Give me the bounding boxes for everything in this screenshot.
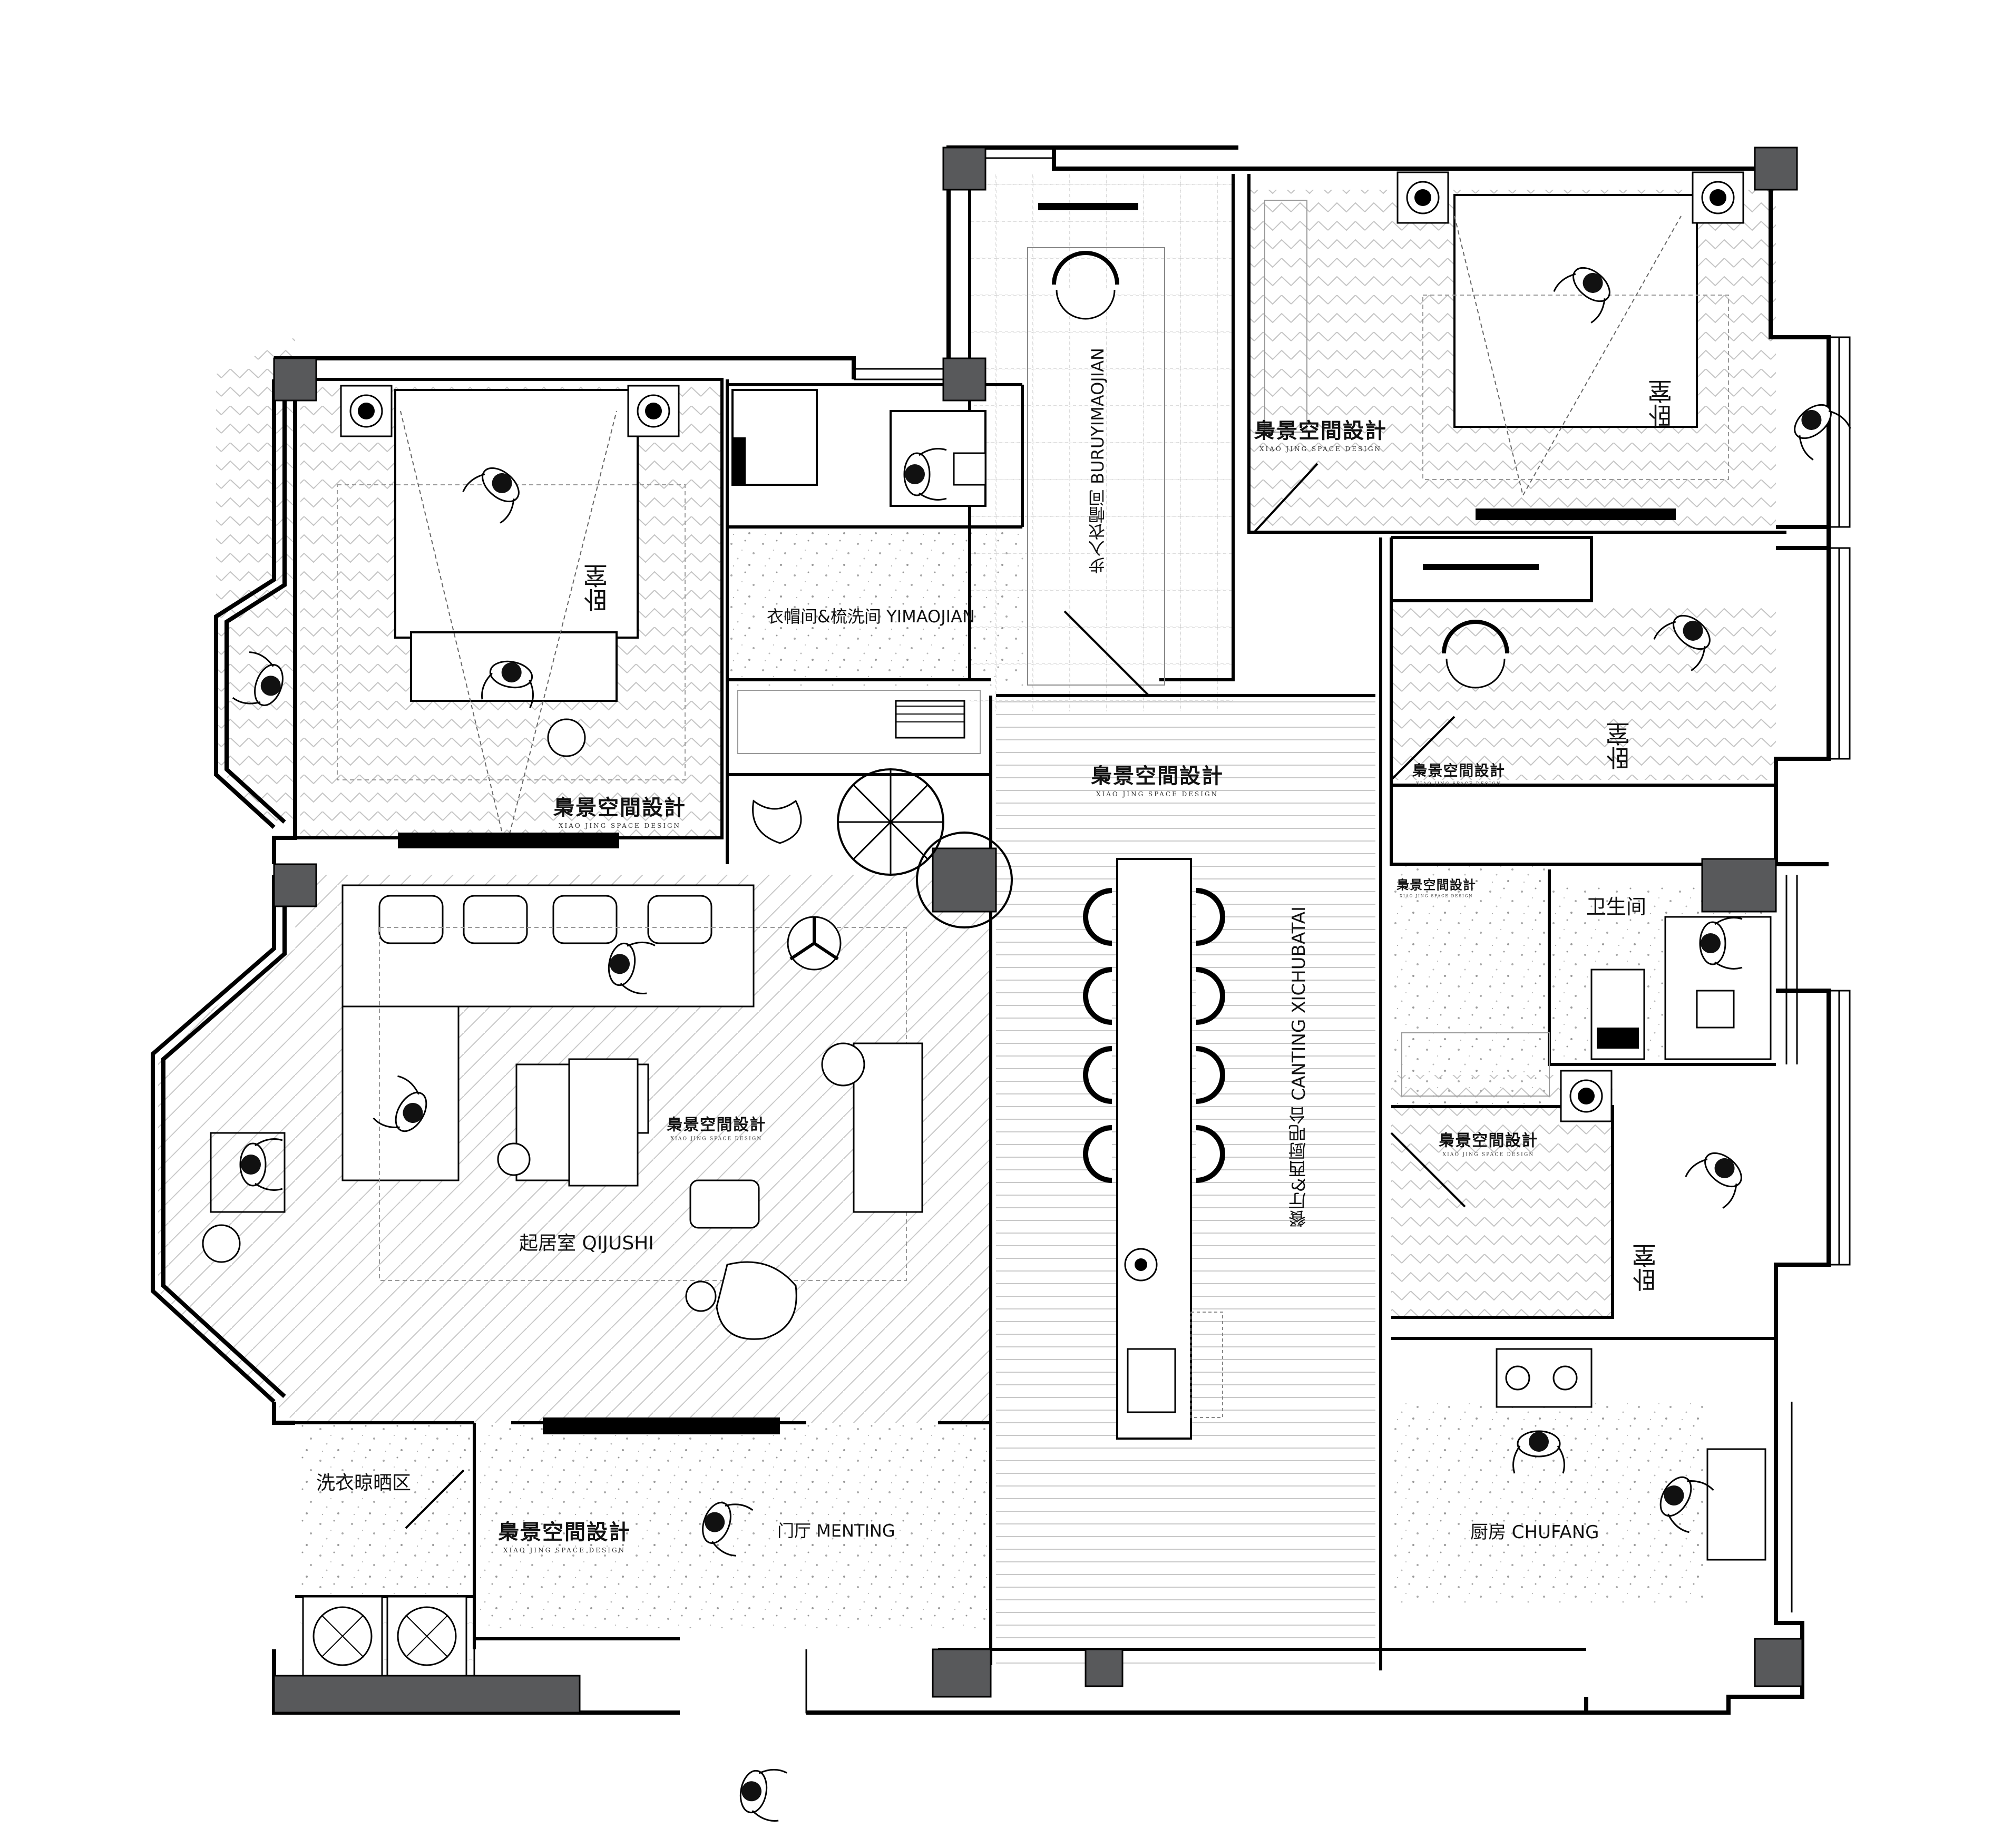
room-label-walk-in-closet: 步入衣帽间 BURUYIMAOJIAN xyxy=(1088,348,1108,574)
dining-chair-icon xyxy=(1083,888,1225,1183)
room-label-master-bedroom: 卧室 xyxy=(583,564,611,612)
room-label-foyer: 门厅 MENTING xyxy=(777,1521,895,1541)
sofa-icon xyxy=(341,884,755,1181)
plant-icon xyxy=(837,768,944,876)
room-label-kitchen: 厨房 CHUFANG xyxy=(1470,1522,1599,1543)
room-label-cloakroom: 衣帽间&梳洗间 YIMAOJIAN xyxy=(767,607,975,627)
washing-machine-icon xyxy=(302,1596,467,1677)
room-label-living-room: 起居室 QIJUSHI xyxy=(519,1233,654,1254)
room-label-laundry: 洗衣晾晒区 xyxy=(316,1472,412,1494)
bed-icon xyxy=(337,389,686,849)
room-label-bedroom-low-right: 卧室 xyxy=(1632,1244,1660,1292)
room-label-dining-bar: 餐厅&西厨吧台 CANTING XICHUBATAI xyxy=(1288,906,1310,1228)
armchair-icon xyxy=(716,1261,797,1340)
room-label-bathroom: 卫生间 xyxy=(1586,895,1647,918)
room-label-bedroom-top-right: 卧室 xyxy=(1647,379,1676,428)
room-label-bedroom-mid-right: 卧室 xyxy=(1605,722,1634,770)
